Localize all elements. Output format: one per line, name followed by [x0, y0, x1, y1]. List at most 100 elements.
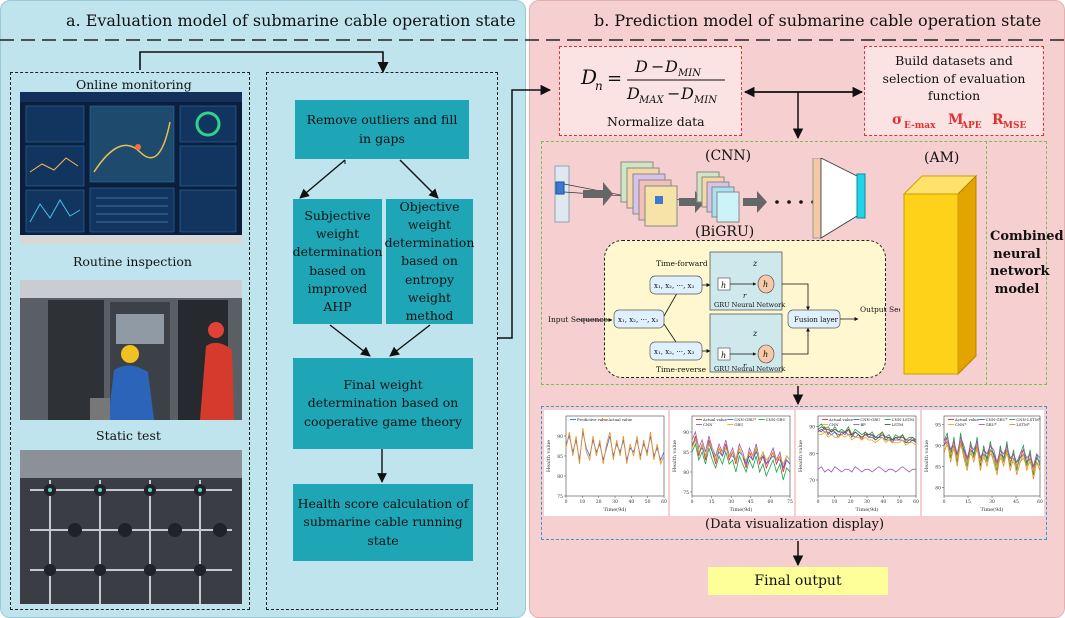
legend-entry: CNN	[703, 422, 713, 427]
y-tick-label: 80	[683, 470, 689, 476]
formula-num-b: D	[664, 57, 678, 76]
evaluation-metrics: σ E-max M APE R MSE	[892, 112, 1026, 131]
x-tick-label: 40	[880, 499, 886, 505]
series-line	[818, 431, 917, 446]
y-tick-label: 90	[809, 425, 815, 431]
y-tick-label: 70	[809, 478, 815, 484]
x-tick-label: 50	[897, 499, 903, 505]
y-tick-label: 80	[935, 486, 941, 492]
svg-text:h: h	[763, 280, 768, 289]
svg-text:x₁, x₂, ···, x₃: x₁, x₂, ···, x₃	[654, 282, 694, 290]
svg-text:h: h	[721, 351, 726, 360]
input-sequence-label: Input Sequence	[548, 315, 608, 324]
legend-entry: Predictive value	[577, 417, 609, 422]
y-tick-label: 85	[557, 454, 563, 460]
time-forward-label: Time-forward	[656, 259, 708, 268]
chart-axes-frame	[691, 415, 791, 497]
series-line	[943, 435, 1041, 469]
x-axis-label: Time(9d)	[856, 506, 879, 513]
data-source-box	[10, 72, 250, 610]
chart-background	[670, 410, 794, 516]
output-sequence-label: Output Sequence	[860, 305, 900, 314]
x-tick-label: 0	[565, 499, 568, 505]
normalize-formula: D n = D − D MIN D MAX − D MIN	[580, 57, 725, 106]
build-datasets-label: Build datasets and selection of evaluati…	[882, 53, 1026, 103]
arrow-objective-to-final	[389, 324, 431, 357]
legend-entry: GRU*	[986, 422, 997, 427]
legend-entry: CNN	[829, 422, 839, 427]
combined-model-divider	[986, 141, 987, 385]
x-tick-label: 15	[709, 499, 715, 505]
final-weight-step: Final weight determination based on coop…	[293, 358, 473, 449]
normalize-box	[559, 46, 742, 136]
series-line	[943, 432, 1041, 475]
y-tick-label: 90	[683, 430, 689, 436]
x-tick-label: 50	[645, 499, 651, 505]
y-tick-label: 90	[557, 434, 563, 440]
formula-den-b: D	[680, 84, 694, 103]
fusion-layer-label: Fusion layer	[794, 316, 839, 324]
legend-entry: CNN-GRU	[860, 417, 881, 422]
svg-text:−: −	[667, 84, 680, 103]
chart-background	[796, 410, 920, 516]
svg-text:h: h	[763, 350, 768, 359]
y-axis-label: Health value	[798, 440, 804, 472]
x-tick-label: 60	[768, 499, 774, 505]
formula-num-a: D	[634, 57, 648, 76]
x-tick-label: 30	[864, 499, 870, 505]
input-seq-values: x₁, x₂, ···, x₃	[618, 316, 658, 324]
x-axis-label: Time(9d)	[604, 506, 627, 513]
chart-background	[544, 410, 668, 516]
y-tick-label: 80	[809, 451, 815, 457]
combined-model-box	[541, 141, 1047, 385]
routine-inspection-label: Routine inspection	[73, 254, 192, 269]
svg-text:z: z	[752, 259, 758, 268]
y-tick-label: 75	[683, 490, 689, 496]
time-reverse-label: Time-reverse	[656, 365, 707, 374]
svg-text:r: r	[743, 362, 747, 370]
svg-text:x₁, x₂, ···, x₃: x₁, x₂, ···, x₃	[654, 348, 694, 356]
formula-lhs-sub: n	[595, 79, 603, 93]
series-line	[565, 427, 665, 466]
metric-rmse-sub: MSE	[1003, 121, 1026, 131]
svg-text:−: −	[651, 57, 664, 76]
legend-entry: CNN-LSTM*	[1016, 417, 1040, 422]
metric-rmse: R	[992, 112, 1004, 128]
online-monitoring-label: Online monitoring	[76, 77, 192, 92]
legend-entry: Actual value	[828, 417, 854, 422]
visualization-label: (Data visualization display)	[705, 517, 885, 532]
y-tick-label: 85	[683, 450, 689, 456]
formula-den-b-sub: MIN	[693, 95, 718, 106]
x-tick-label: 60	[661, 499, 667, 505]
formula-lhs: D	[580, 65, 597, 89]
legend-entry: CNN-LSTM	[892, 417, 914, 422]
cnn-label: (CNN)	[705, 148, 752, 164]
panel-a-title: a. Evaluation model of submarine cable o…	[66, 11, 516, 30]
x-tick-label: 10	[579, 499, 585, 505]
panel-b-title: b. Prediction model of submarine cable o…	[594, 11, 1042, 30]
legend-entry: BP	[860, 422, 866, 427]
x-tick-label: 0	[943, 499, 946, 505]
y-tick-label: 95	[935, 422, 941, 428]
svg-text:r: r	[743, 292, 747, 300]
x-tick-label: 60	[913, 499, 919, 505]
subjective-weight-step: Subjective weight determination based on…	[293, 199, 382, 324]
formula-num-b-sub: MIN	[677, 68, 702, 79]
x-tick-label: 40	[628, 499, 634, 505]
legend-entry: Actual value	[607, 417, 633, 422]
normalize-label: Normalize data	[607, 114, 705, 129]
x-tick-label: 75	[787, 499, 793, 505]
health-score-step: Health score calculation of submarine ca…	[293, 484, 473, 561]
legend-entry: CNN*	[955, 422, 967, 427]
legend-entry: GRU	[734, 422, 744, 427]
arrow-remove-to-subjective	[299, 159, 346, 199]
cnn-graphic	[554, 158, 866, 239]
